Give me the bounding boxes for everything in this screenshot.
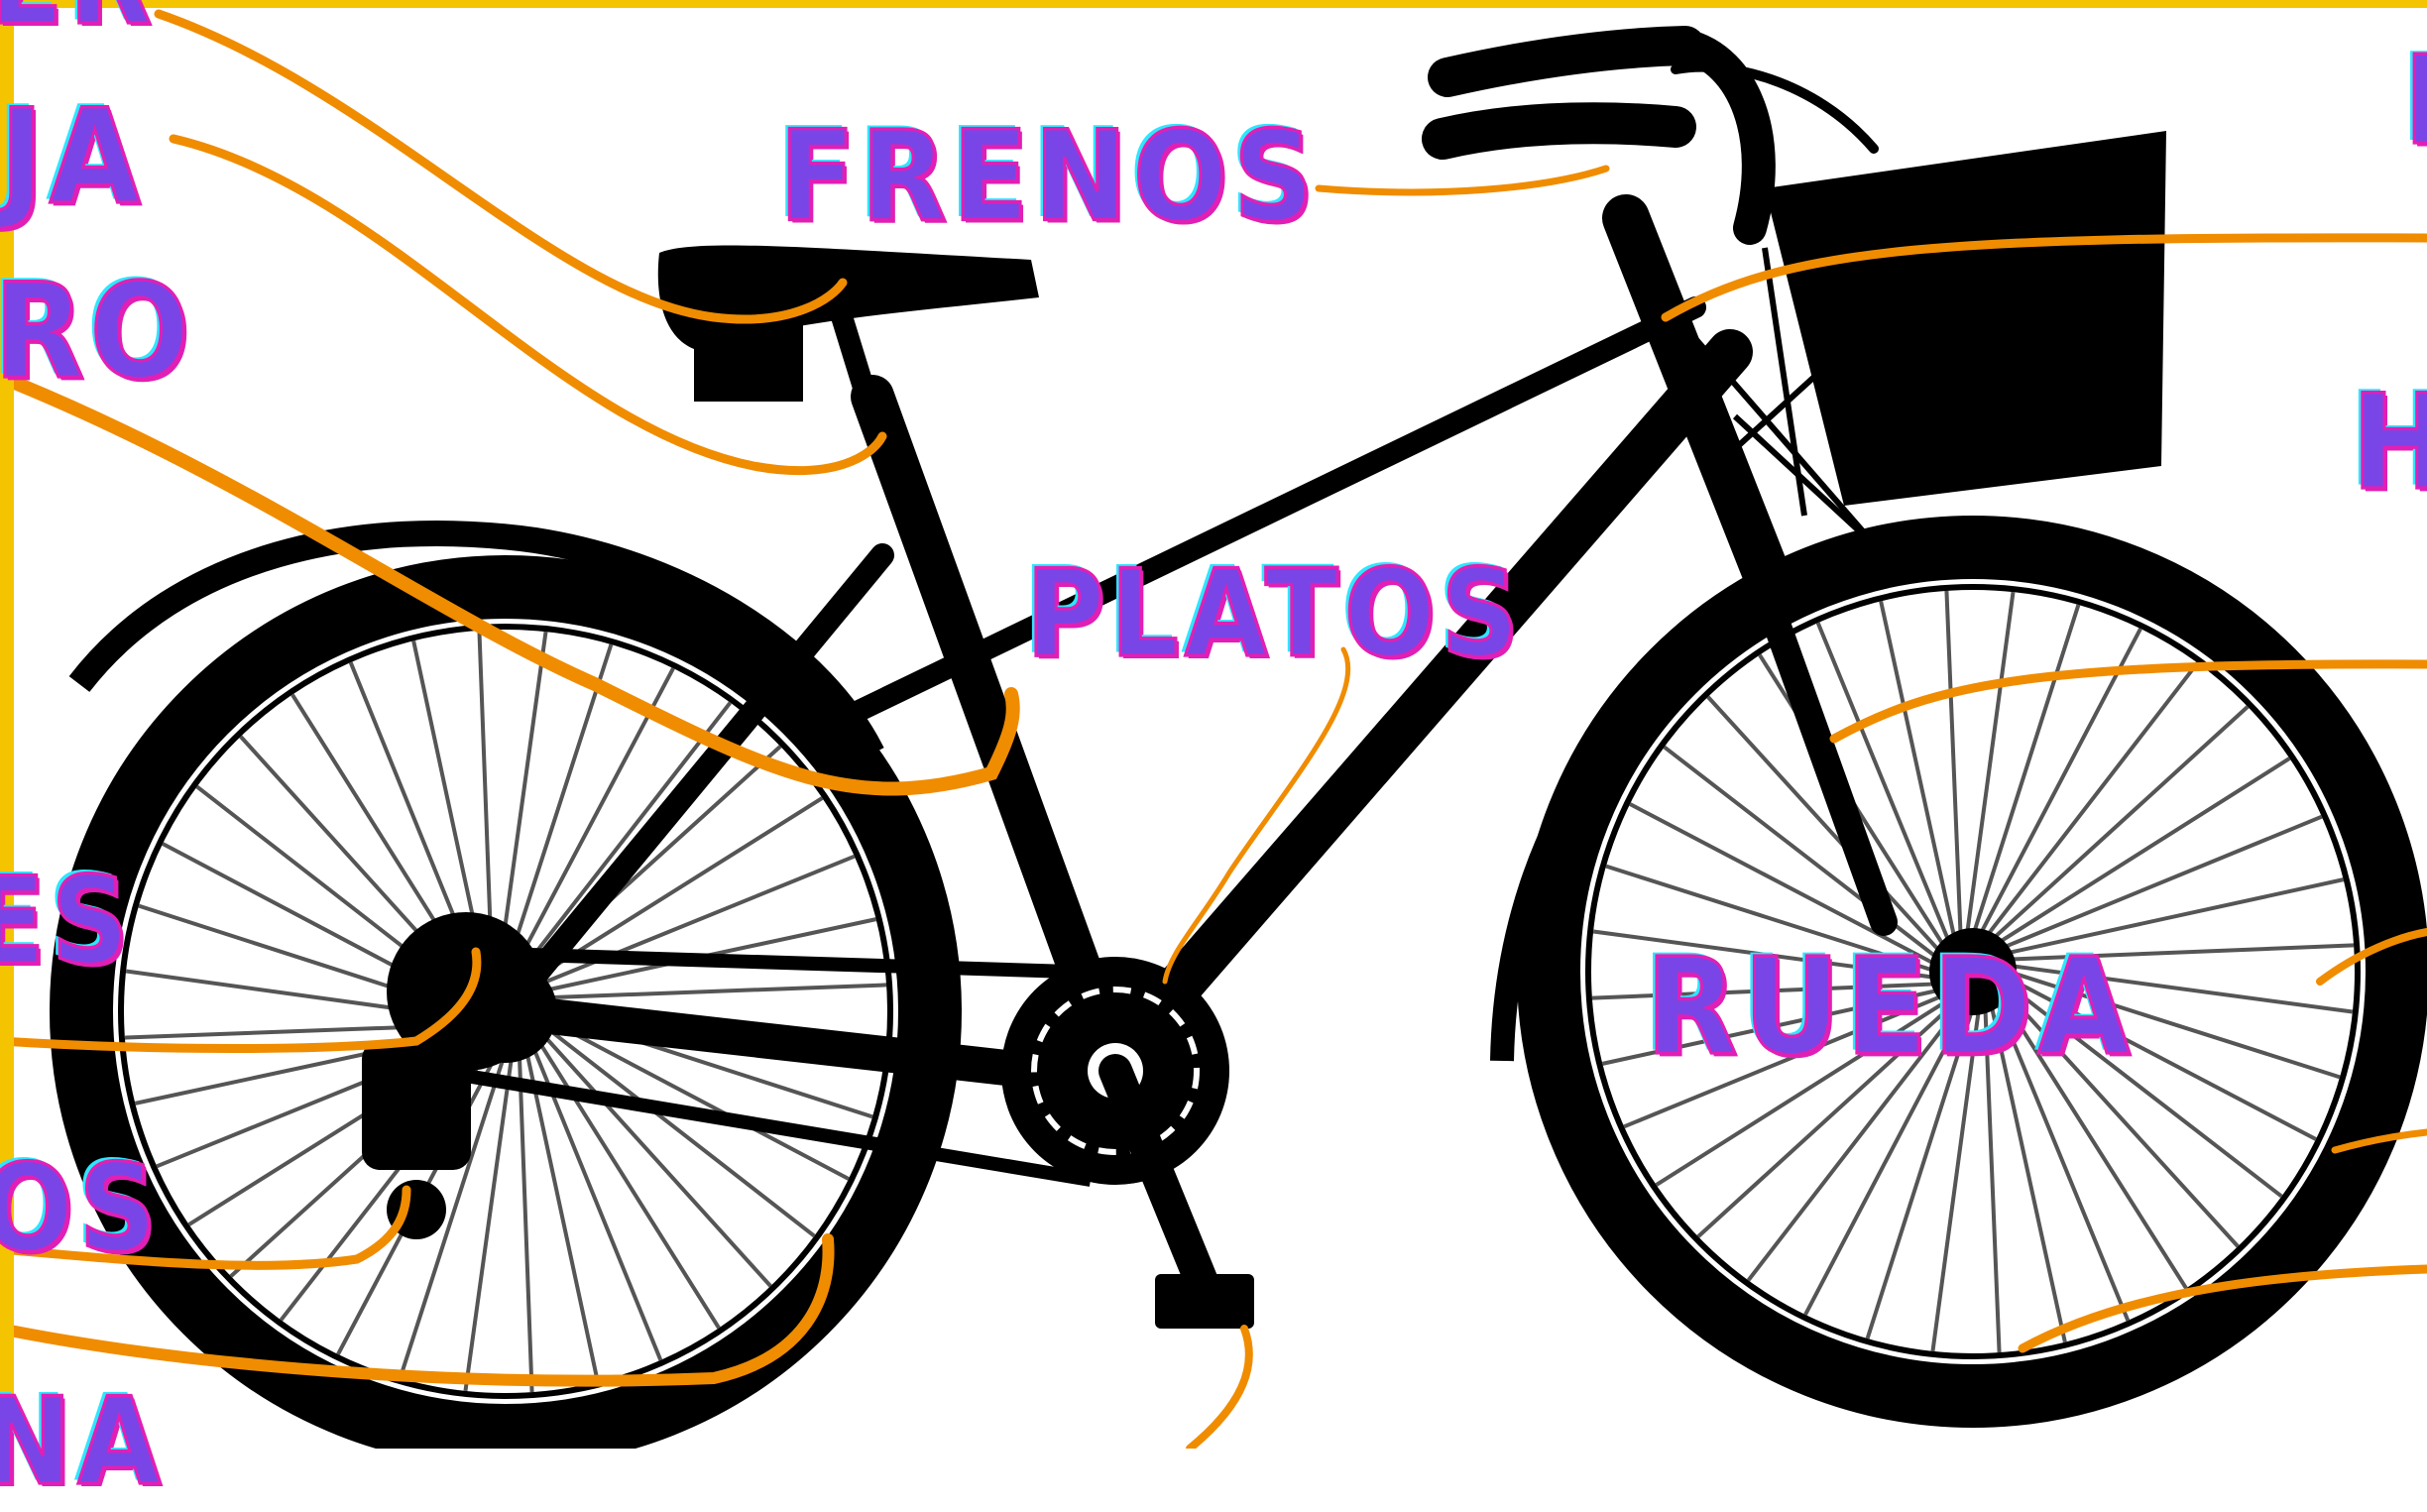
leader-pedal	[1190, 1329, 1249, 1449]
spoke	[1881, 601, 1955, 940]
spoke	[540, 1031, 771, 1286]
spoke	[520, 703, 731, 975]
spoke	[1991, 707, 2248, 941]
spoke	[543, 985, 886, 997]
label-frenos: FRENOS	[779, 115, 1320, 239]
label-rueda: RUEDA	[1646, 942, 2136, 1075]
spoke	[1946, 591, 1960, 938]
label-cut-top-left: ER	[0, 0, 158, 43]
label-cut-h: H	[2352, 377, 2427, 508]
label-cut-na: NA	[0, 1383, 167, 1503]
spoke	[520, 1049, 532, 1392]
derailleur	[362, 912, 545, 1239]
label-cut-top-right: I	[2404, 40, 2427, 162]
leader-frenos	[1319, 169, 1606, 192]
spoke	[1996, 758, 2289, 944]
label-cut-ja: JA	[0, 91, 146, 222]
label-cut-os: OS	[0, 1150, 163, 1270]
pedal	[1155, 1274, 1254, 1329]
spoke	[2001, 817, 2322, 949]
label-cut-ro: RO	[0, 266, 195, 397]
bicycle-parts-diagram: FRENOS PLATOS RUEDA JA RO ES OS NA ER H …	[0, 0, 2427, 1449]
frame-border-top	[0, 0, 2427, 8]
bicycle-silhouette	[79, 46, 2397, 1436]
spoke	[536, 1037, 719, 1329]
label-platos: PLATOS	[1026, 555, 1524, 675]
label-cut-es: ES	[0, 863, 135, 983]
